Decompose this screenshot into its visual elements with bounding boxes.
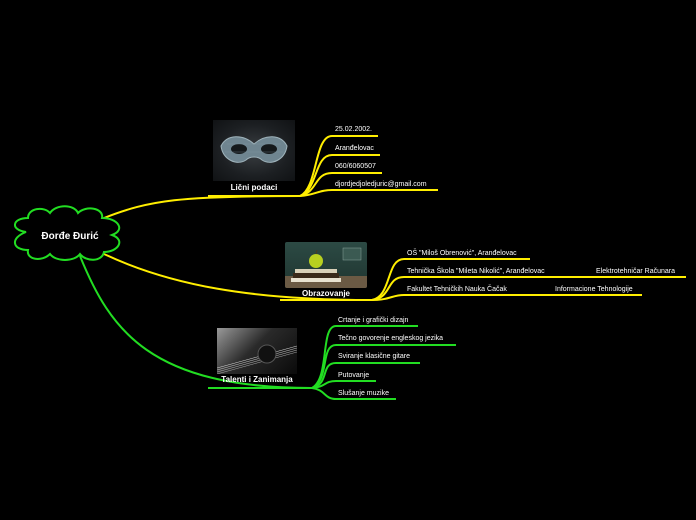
root-topic-label[interactable]: Đorđe Đurić [41,231,99,242]
leaf-talenti-muzika[interactable]: Slušanje muzike [338,390,389,397]
leaf-obrazovanje-srednja-smer[interactable]: Elektrotehničar Računara [596,268,675,275]
leaf-licni-phone[interactable]: 060/6060507 [335,163,376,170]
leaf-licni-birthdate[interactable]: 25.02.2002. [335,126,372,133]
link-root-licni [103,195,301,219]
leaf-talenti-putovanje[interactable]: Putovanje [338,372,370,379]
link-obrazovanje-leaf-2 [371,294,548,301]
link-licni-leaf-3 [299,189,438,197]
leaf-licni-city[interactable]: Aranđelovac [335,145,374,152]
link-obrazovanje-leaf-0 [371,258,530,301]
link-obrazovanje-leaf-1 [371,276,590,301]
link-talenti-leaf-4 [311,387,396,400]
link-talenti-leaf-1 [311,344,456,389]
branch-label-obrazovanje[interactable]: Obrazovanje [301,289,350,298]
link-root-talenti [79,255,313,389]
leaf-talenti-gitara[interactable]: Sviranje klasične gitare [338,353,410,360]
link-talenti-leaf-3 [311,380,376,389]
branch-label-talenti[interactable]: Talenti i Zanimanja [221,375,293,384]
link-licni-leaf-1 [299,154,380,197]
root-cloud-shape[interactable] [14,205,121,261]
leaf-obrazovanje-fakultet[interactable]: Fakultet Tehničkih Nauka Čačak [407,286,507,293]
leaf-licni-email[interactable]: djordjedjoledjuric@gmail.com [335,181,427,188]
guitar-image [217,328,297,374]
leaf-obrazovanje-srednja[interactable]: Tehnička Škola "Mileta Nikolić", Aranđel… [407,268,545,275]
link-talenti-leaf-2 [311,362,420,389]
link-licni-leaf-2 [299,172,382,197]
branch-label-licni[interactable]: Lični podaci [230,183,278,192]
leaf-obrazovanje-fakultet-smer[interactable]: Informacione Tehnologije [555,286,633,293]
leaf-talenti-engleski[interactable]: Tečno govorenje engleskog jezika [338,335,444,342]
leaf-obrazovanje-os[interactable]: OŠ "Miloš Obrenović", Aranđelovac [407,250,517,257]
books-apple-image [285,242,367,288]
link-licni-leaf-0 [299,135,378,197]
mask-image [213,120,295,181]
leaf-talenti-crtanje[interactable]: Crtanje i grafički dizajn [338,317,409,324]
